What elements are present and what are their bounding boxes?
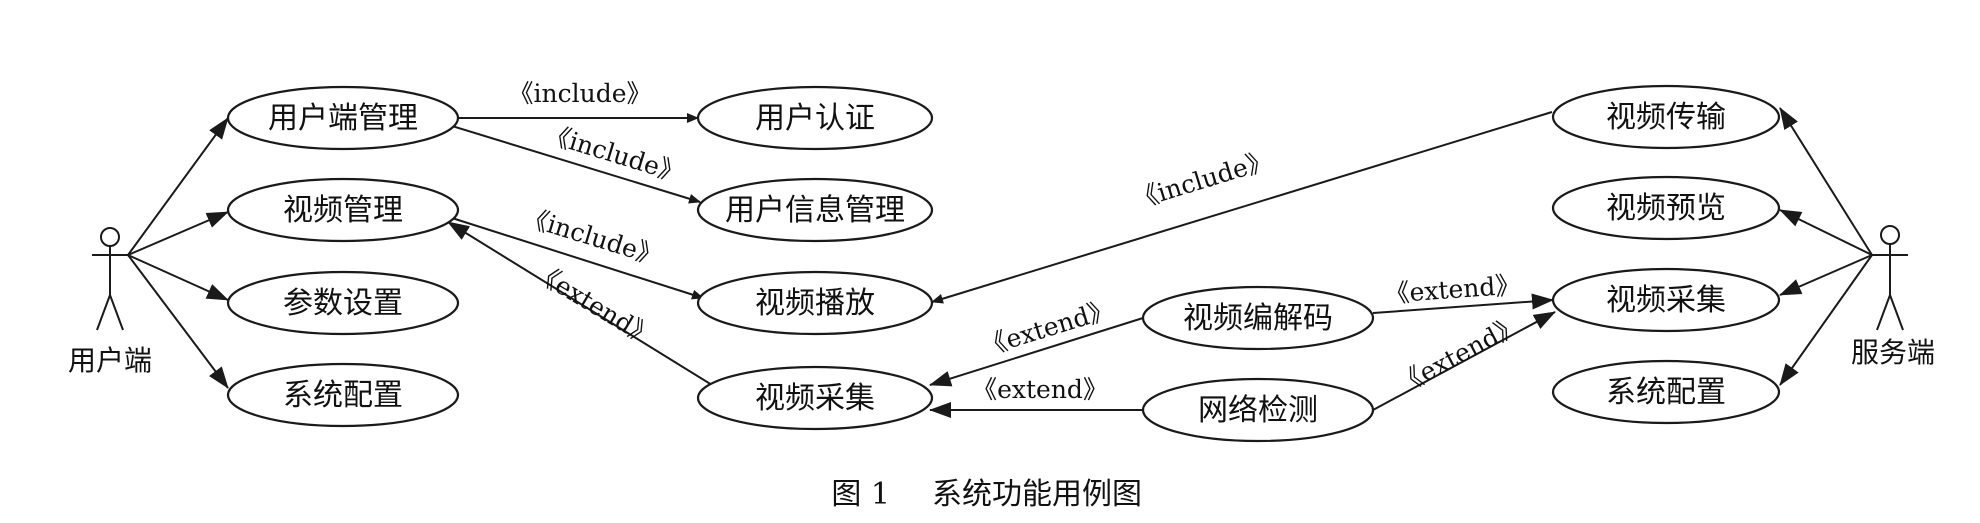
extend-label: 《extend》 — [978, 294, 1116, 361]
actor-server-label: 服务端 — [1851, 336, 1935, 369]
use-case-label: 视频采集 — [1606, 283, 1726, 318]
use-case-sys-config-right: 系统配置 — [1551, 359, 1781, 425]
use-case-label: 系统配置 — [283, 378, 403, 413]
edge-include-video-mgmt-to-video-play — [451, 217, 704, 300]
use-case-video-play: 视频播放 — [696, 270, 934, 336]
edge-client-to-video-mgmt — [127, 211, 229, 256]
use-case-client-mgmt: 用户端管理 — [226, 85, 460, 151]
use-case-label: 系统配置 — [1606, 375, 1726, 410]
edge-include-client-mgmt-to-user-info — [451, 125, 701, 204]
use-case-video-capture-mid: 视频采集 — [696, 365, 934, 431]
extend-label: 《extend》 — [1392, 310, 1526, 399]
figure-title: 系统功能用例图 — [932, 477, 1142, 512]
use-case-label: 视频预览 — [1606, 191, 1726, 226]
edge-server-to-video-preview — [1779, 209, 1873, 256]
edge-extend-codec-to-capture-mid — [929, 317, 1144, 387]
edge-include-trans-to-video-play — [931, 111, 1553, 304]
use-case-video-trans: 视频传输 — [1551, 84, 1781, 150]
edge-extend-codec-to-capture-right — [1372, 293, 1554, 314]
include-label: 《include》 — [509, 79, 652, 108]
use-case-label: 视频播放 — [755, 286, 875, 321]
use-case-label: 用户信息管理 — [725, 193, 905, 228]
stick-figure-icon — [1872, 225, 1908, 331]
edge-server-to-video-trans — [1779, 107, 1873, 256]
figure-caption: 图 1 系统功能用例图 — [831, 477, 1142, 512]
use-case-label: 视频采集 — [755, 381, 875, 416]
use-case-video-mgmt: 视频管理 — [226, 177, 460, 243]
actor-client-label: 用户端 — [68, 344, 152, 377]
stick-figure-icon — [92, 227, 128, 331]
edge-client-to-params — [127, 254, 229, 301]
use-case-label: 视频传输 — [1606, 100, 1726, 135]
use-case-user-auth: 用户认证 — [696, 85, 934, 151]
use-case-video-preview: 视频预览 — [1551, 175, 1781, 241]
actor-server: 服务端 — [1851, 225, 1935, 369]
edge-extend-capture-to-video-mgmt — [447, 221, 713, 386]
edge-server-to-sys-config — [1779, 254, 1873, 386]
figure-number: 图 1 — [831, 477, 890, 512]
use-case-codec: 视频编解码 — [1141, 285, 1375, 351]
edge-client-to-sys-config — [127, 254, 229, 389]
use-case-label: 用户认证 — [755, 101, 875, 136]
use-case-label: 视频编解码 — [1183, 301, 1333, 336]
use-case-label: 参数设置 — [283, 286, 403, 321]
use-case-user-info: 用户信息管理 — [696, 177, 934, 243]
use-case-label: 网络检测 — [1198, 393, 1318, 428]
use-case-label: 用户端管理 — [268, 101, 418, 136]
use-case-params: 参数设置 — [226, 270, 460, 336]
edge-server-to-video-capture — [1779, 254, 1873, 296]
extend-label: 《extend》 — [529, 257, 660, 352]
edge-client-to-client-mgmt — [127, 117, 229, 256]
actor-client: 用户端 — [68, 227, 152, 377]
use-case-net-detect: 网络检测 — [1141, 377, 1375, 443]
edge-extend-net-to-capture-right — [1372, 311, 1556, 411]
extend-label: 《extend》 — [972, 375, 1108, 404]
use-case-video-capture-right: 视频采集 — [1551, 267, 1781, 333]
use-case-sys-config-left: 系统配置 — [226, 362, 460, 428]
include-label: 《include》 — [542, 119, 687, 189]
use-case-label: 视频管理 — [283, 193, 403, 228]
